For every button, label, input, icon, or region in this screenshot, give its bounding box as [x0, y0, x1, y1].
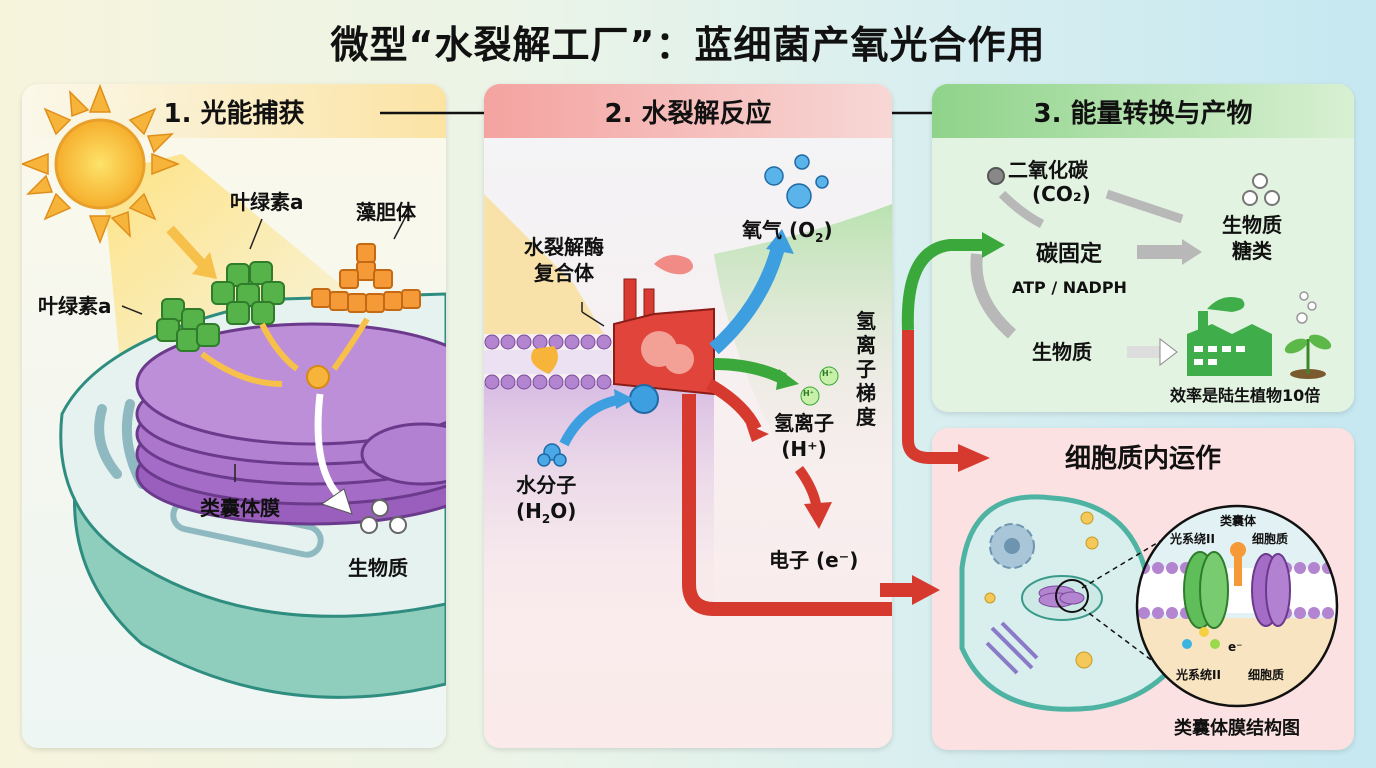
label-phycobilisome: 藻胆体	[356, 200, 416, 224]
smoke-icon	[654, 255, 693, 275]
water-splitting-illustration	[484, 154, 892, 634]
water-formula: (H2O)	[516, 498, 576, 532]
h-plus-ion-label: H⁺	[803, 389, 814, 398]
reaction-center-icon	[306, 365, 330, 389]
page-title: 微型“水裂解工厂”：蓝细菌产氧光合作用	[330, 23, 1046, 67]
cell-structure-illustration	[959, 494, 1339, 712]
oxygen-close: )	[823, 218, 833, 242]
oxygen-text: 氧气 (O	[742, 218, 816, 242]
water-drop-icon	[629, 384, 659, 414]
inset-label-psii-bottom: 光系统II	[1176, 668, 1221, 682]
label-electron: 电子 (e⁻)	[769, 548, 859, 572]
label-biomass-sugar: 生物质 糖类	[1222, 212, 1282, 264]
inset-label-cytoplasm-bottom: 细胞质	[1248, 668, 1285, 682]
biomass-sugar-line1: 生物质	[1222, 213, 1282, 237]
bubbles-icon	[1296, 291, 1317, 324]
grey-arrow-icon	[1105, 189, 1184, 224]
panel-light-capture: 1. 光能捕获	[22, 84, 446, 748]
grey-arrow-icon	[998, 190, 1045, 229]
light-arrow-icon	[166, 225, 206, 268]
phycobilisome-cluster-icon	[311, 243, 421, 313]
inset-label-psii-top: 光系绕II	[1170, 532, 1215, 546]
thylakoid-stack	[135, 322, 446, 526]
grey-arrow-icon	[970, 253, 1017, 339]
membrane-inset	[1135, 504, 1339, 708]
chlorophyll-cluster-icon	[211, 261, 285, 325]
label-biomass: 生物质	[348, 556, 408, 580]
panel-cytoplasm-operation: 细胞质内运作	[932, 428, 1354, 750]
water-formula-close: O)	[550, 499, 577, 523]
label-enzyme-complex: 水裂解酶 复合体	[524, 234, 604, 286]
chlorophyll-cluster-icon	[156, 298, 220, 352]
proton-line2: (H⁺)	[781, 437, 827, 461]
white-arrow-icon	[1159, 337, 1178, 367]
atp-synthase-icon	[1234, 556, 1242, 586]
label-carbon-fixation: 碳固定	[1036, 242, 1103, 267]
light-capture-illustration	[22, 84, 446, 699]
label-biomass: 生物质	[1032, 340, 1092, 364]
enzyme-line1: 水裂解酶	[524, 235, 604, 259]
biomass-granules-icon	[360, 499, 407, 534]
proton-ion-icon	[819, 366, 839, 386]
label-thylakoid-membrane: 类囊体膜	[200, 496, 280, 520]
inset-label-electron: e⁻	[1228, 640, 1243, 654]
oxygen-arrow-icon	[709, 242, 786, 355]
organelle-shape	[94, 404, 122, 479]
water-formula-text: (H	[516, 499, 542, 523]
golgi-icon	[985, 621, 1039, 675]
co2-molecule-icon	[987, 167, 1005, 185]
biomass-granules-icon	[1242, 173, 1280, 206]
inset-label-thylakoid: 类囊体	[1220, 514, 1257, 528]
water-splitting-factory-icon	[613, 255, 715, 396]
energy-transfer-arrows	[200, 317, 370, 387]
energy-conversion-illustration	[970, 167, 1332, 379]
enzyme-line2: 复合体	[534, 261, 594, 285]
label-co2-formula: (CO₂)	[1032, 182, 1091, 206]
inset-caption: 类囊体膜结构图	[1174, 718, 1300, 739]
label-chlorophyll-a-top: 叶绿素a	[230, 190, 304, 214]
label-oxygen: 氧气 (O2)	[742, 214, 833, 245]
electron-flow-arrow-icon	[682, 394, 892, 616]
panel-energy-conversion: 3. 能量转换与产物 二氧化碳 (CO₂) 碳固定 ATP / NADPH	[932, 84, 1354, 412]
proton-ion-icon	[800, 386, 820, 406]
water-subscript: 2	[541, 512, 551, 526]
label-atp-nadph: ATP / NADPH	[1012, 278, 1127, 297]
biomass-arrow-icon	[314, 393, 340, 497]
panel-header-cytoplasm: 细胞质内运作	[1064, 443, 1221, 474]
label-efficiency: 效率是陆生植物10倍	[1170, 386, 1321, 405]
panel-header-water-splitting: 2. 水裂解反应	[484, 84, 892, 138]
label-proton: 氢离子 (H⁺)	[774, 410, 834, 462]
water-molecule-icon	[537, 443, 567, 467]
panel-water-splitting: 2. 水裂解反应	[484, 84, 892, 748]
label-proton-gradient: 氢离子梯度	[856, 309, 876, 429]
label-water-molecule: 水分子 (H2O)	[516, 472, 576, 532]
inset-label-cytoplasm-top: 细胞质	[1252, 532, 1289, 546]
plant-sprout-icon	[1284, 334, 1332, 379]
sun-icon	[22, 84, 181, 245]
proton-line1: 氢离子	[774, 411, 834, 435]
electron-arrow-icon	[705, 378, 762, 432]
oxygen-bubbles-icon	[764, 154, 829, 209]
light-harvesting-protein	[531, 346, 558, 374]
h-plus-ion-label: H⁺	[822, 369, 833, 378]
label-chlorophyll-a-left: 叶绿素a	[38, 294, 112, 318]
oxygen-subscript: 2	[815, 231, 824, 245]
granules-icon	[984, 511, 1099, 669]
water-line1: 水分子	[516, 473, 577, 497]
panel-header-energy-conversion: 3. 能量转换与产物	[932, 84, 1354, 138]
label-co2: 二氧化碳	[1008, 158, 1088, 182]
zoom-circle	[1055, 579, 1089, 613]
biomass-sugar-line2: 糖类	[1232, 239, 1272, 263]
